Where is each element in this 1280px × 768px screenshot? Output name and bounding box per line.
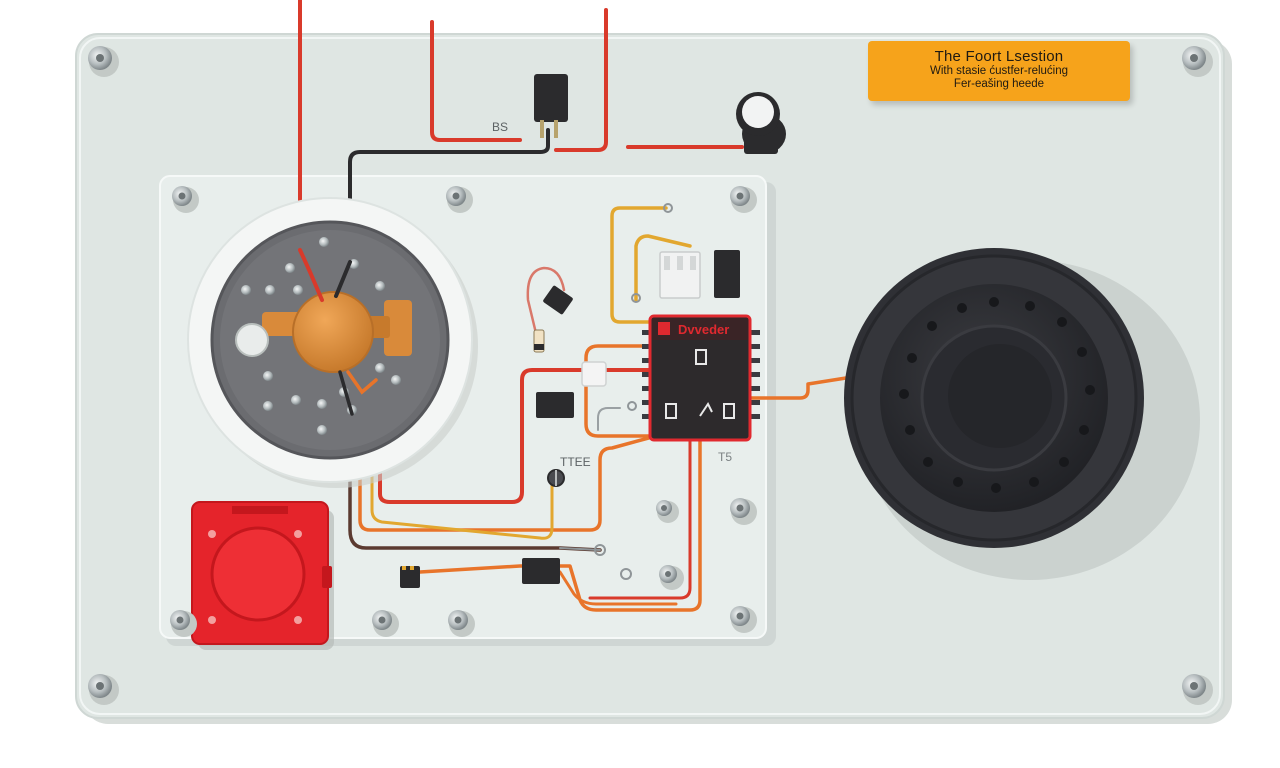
wire-gray-thin [597, 407, 621, 431]
chip-logo-mark [658, 322, 670, 335]
label-box: The Foort Lsestion With stasie ćustfer-r… [868, 41, 1130, 101]
black-sensor-top [534, 74, 568, 138]
screw [88, 46, 119, 77]
wire-orange-1 [358, 388, 658, 532]
marking-t5: T5 [718, 450, 732, 464]
black-block-bottom [522, 558, 560, 584]
wire-yellow-upper [610, 206, 668, 324]
wire-dark-over-motor [338, 370, 354, 416]
screw [1182, 674, 1213, 705]
potentiometer-small [547, 469, 565, 487]
button-bolts [208, 530, 302, 624]
motor-copper-coil [292, 291, 374, 373]
screw [656, 500, 679, 523]
wire-gray-lead [559, 547, 601, 551]
ic-bottom-left [400, 566, 420, 588]
black-component-chip-left [536, 392, 574, 418]
speaker-holes [899, 297, 1095, 493]
black-component-right [714, 250, 740, 298]
wire-yellow-long [370, 390, 554, 540]
screw [372, 610, 399, 637]
chip-pad-3 [699, 402, 713, 417]
wire-yellow-mid [634, 234, 692, 302]
chip-label-strip [652, 318, 748, 340]
wire-red-top-right [554, 8, 608, 152]
motor-rivets [241, 237, 401, 435]
screw [1182, 46, 1213, 77]
driver-chip: Dvveder [642, 314, 760, 442]
marking-bs: BS [492, 120, 508, 134]
screw [172, 186, 199, 213]
screw [88, 674, 119, 705]
chip-pad-2 [665, 403, 677, 419]
label-title: The Foort Lsestion [934, 48, 1064, 65]
chip-pad-4 [723, 403, 735, 419]
wire-orange-over-motor [346, 370, 378, 395]
screw [730, 498, 757, 525]
button-side-tab [322, 566, 332, 588]
label-line-1: With stasie ćustfer-relućing [929, 65, 1069, 77]
screws [88, 46, 1213, 705]
motor-copper-arm-right [384, 300, 412, 356]
wire-red-over-motor [298, 248, 324, 302]
label-line-2: Fer-eašing heede [953, 78, 1045, 90]
wire-red-bottom [588, 434, 692, 600]
button-top-strip [232, 506, 288, 514]
wire-orange-2 [584, 344, 682, 438]
diode-small [533, 329, 545, 353]
button-cap [210, 526, 306, 622]
screw [730, 186, 757, 213]
wire-red-motor-chip [378, 368, 658, 504]
wire-pink-thin [526, 266, 566, 352]
screw [446, 186, 473, 213]
wire-red-top-loop [430, 20, 522, 142]
main-panel-highlight [79, 37, 1221, 715]
motor-shaft-knob [235, 323, 269, 357]
marking-ttee: TTEE [560, 455, 591, 469]
screw [730, 606, 757, 633]
wire-black-sensor [348, 128, 550, 272]
screw [448, 610, 475, 637]
wire-orange-3 [748, 376, 848, 400]
chip-pins-left [642, 330, 654, 419]
wire-orange-5 [558, 570, 678, 606]
ring-terminals [594, 203, 673, 580]
capacitor-top [736, 92, 786, 154]
red-push-button [191, 501, 334, 650]
speaker-dustcap [948, 344, 1052, 448]
white-clip [581, 361, 607, 387]
chip-pad-1 [695, 349, 707, 365]
wire-brown-long [348, 398, 602, 552]
wire-black-over-motor [334, 260, 352, 298]
chip-pins-right [748, 330, 760, 419]
connector-block [659, 251, 701, 299]
chip-name: Dvveder [678, 322, 729, 337]
motor-assembly [187, 197, 478, 488]
transistor-small [543, 285, 573, 315]
screw [659, 565, 684, 590]
screw [170, 610, 197, 637]
speaker [844, 248, 1200, 580]
motor-copper-arm-left [262, 312, 302, 336]
